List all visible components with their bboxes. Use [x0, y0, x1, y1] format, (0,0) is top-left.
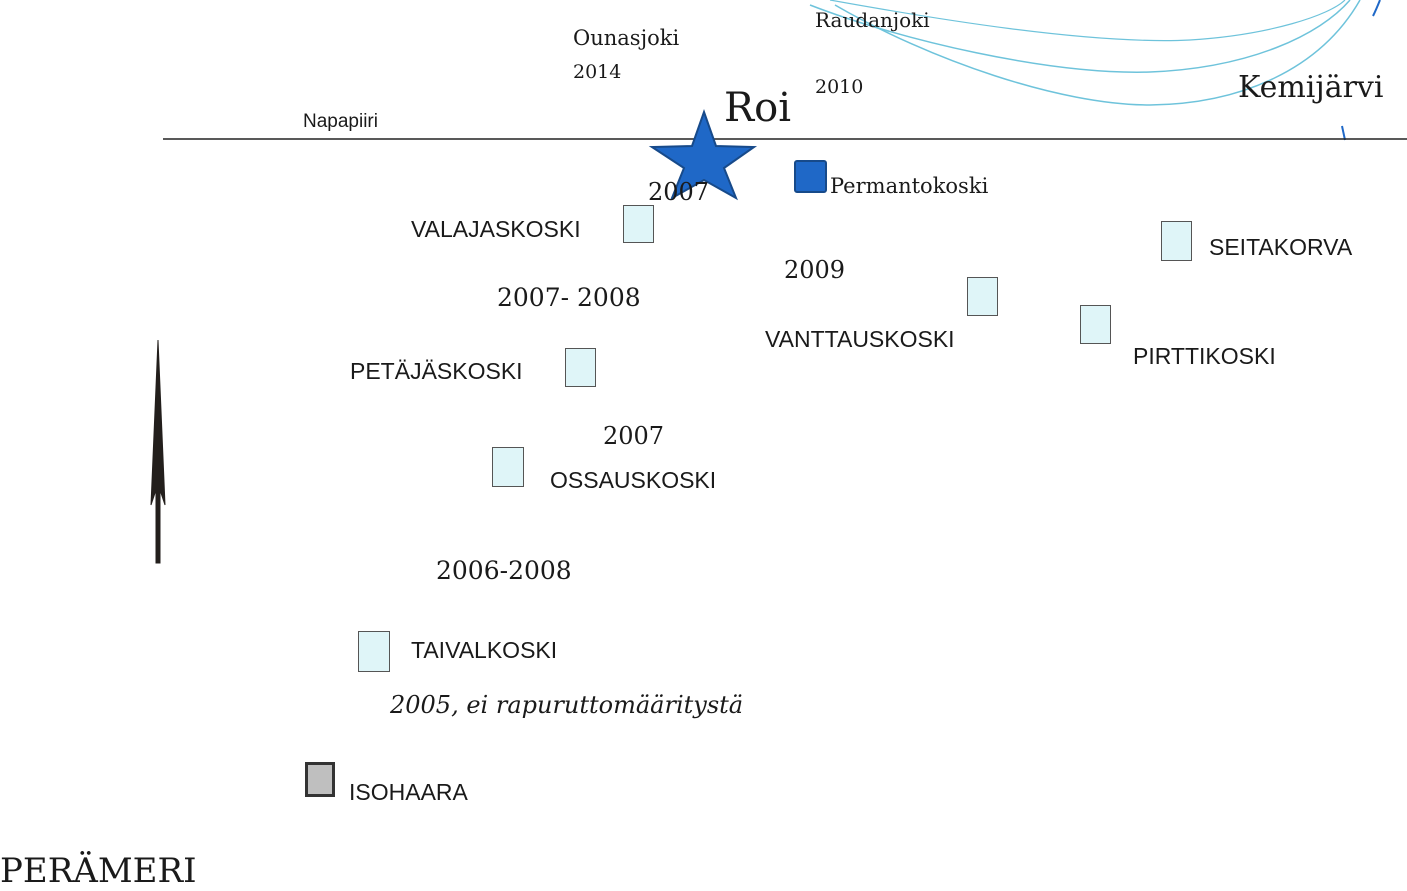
station-label-permantokoski: Permantokoski: [830, 174, 989, 198]
station-marker-ossauskoski: [492, 447, 524, 487]
station-label-valajaskoski: VALAJASKOSKI: [411, 216, 581, 242]
sea-label: PERÄMERI: [0, 851, 197, 891]
river-branch-outer: [809, 0, 1351, 73]
river-kemijarvi-edge: [1372, 0, 1381, 17]
river-name-ounasjoki: Ounasjoki: [573, 26, 680, 50]
year-label-valajaskoski: 2007: [648, 178, 710, 206]
river-kemijarvi-tick: [1341, 125, 1346, 141]
station-marker-pirttikoski: [1080, 305, 1111, 344]
river-year-ounasjoki: 2014: [573, 61, 622, 83]
station-marker-petajaskoski: [565, 348, 596, 387]
station-marker-permantokoski: [794, 160, 827, 193]
year-label-ossauskoski: 2007: [603, 422, 665, 450]
river-year-raudanjoki: 2010: [815, 76, 864, 98]
year-label-isohaara: 2005, ei rapuruttomääritystä: [390, 691, 744, 719]
station-marker-isohaara: [305, 762, 335, 797]
year-label-vanttauskoski: 2009: [784, 256, 846, 284]
north-arrow-icon: [150, 339, 166, 564]
river-name-raudanjoki: Raudanjoki: [815, 8, 930, 32]
station-label-petajaskoski: PETÄJÄSKOSKI: [350, 358, 523, 384]
year-label-petajaskoski: 2007- 2008: [497, 283, 641, 312]
station-label-ossauskoski: OSSAUSKOSKI: [550, 467, 717, 493]
year-label-taivalkoski: 2006-2008: [436, 556, 572, 585]
arctic-circle-label: Napapiiri: [303, 111, 378, 132]
star-icon: [648, 108, 758, 201]
station-label-isohaara: ISOHAARA: [349, 779, 468, 805]
station-marker-seitakorva: [1161, 221, 1192, 261]
lake-name-kemijarvi: Kemijärvi: [1238, 70, 1384, 105]
river-branch-inner: [834, 0, 1361, 106]
river-branch-upper: [829, 0, 1346, 42]
station-label-seitakorva: SEITAKORVA: [1209, 234, 1353, 260]
station-marker-valajaskoski: [623, 205, 654, 243]
station-label-taivalkoski: TAIVALKOSKI: [411, 637, 558, 663]
station-label-pirttikoski: PIRTTIKOSKI: [1133, 343, 1276, 369]
station-label-vanttauskoski: VANTTAUSKOSKI: [765, 326, 955, 352]
station-marker-taivalkoski: [358, 631, 390, 672]
place-name-roi: Roi: [724, 85, 791, 131]
station-marker-vanttauskoski: [967, 277, 998, 316]
